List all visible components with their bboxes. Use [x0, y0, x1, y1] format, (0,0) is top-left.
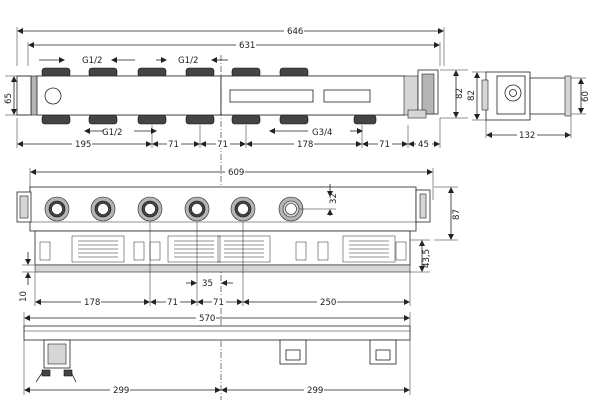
dim-71a-label: 71	[168, 140, 179, 150]
top-view: 646 631 G1/2 G1/2	[4, 25, 468, 400]
dim-631-label: 631	[239, 41, 255, 51]
dim-35-label: 35	[202, 279, 213, 289]
knob-circle	[44, 87, 62, 105]
cover-plate	[36, 75, 222, 116]
display-slot-1	[229, 89, 314, 103]
dim-side-132-label: 132	[519, 131, 535, 141]
mounting-bracket-mid	[279, 339, 307, 365]
dim-299b-label: 299	[307, 386, 323, 396]
dim-front-178-label: 178	[84, 298, 100, 308]
dim-71b-label: 71	[217, 140, 228, 150]
front-knobs	[44, 196, 304, 222]
side-pipe	[529, 77, 571, 115]
label-strip	[34, 230, 411, 266]
mounting-rail	[23, 325, 411, 341]
dim-side-82-label: 82	[467, 90, 477, 101]
dim-32-label: 32	[329, 193, 339, 204]
dim-43-5-label: 43,5	[422, 249, 432, 268]
front-body	[29, 186, 417, 232]
side-view: 82 60 132	[467, 71, 590, 141]
dim-71c-label: 71	[379, 140, 390, 150]
dim-10-label: 10	[19, 291, 29, 302]
dim-195-label: 195	[75, 140, 91, 150]
display-slot-2	[323, 89, 371, 103]
bottom-connectors	[41, 114, 377, 125]
dim-82-label: 82	[455, 88, 465, 99]
thread-label-left-1: G1/2	[82, 56, 103, 66]
dim-178-label: 178	[297, 140, 313, 150]
dim-front-71b-label: 71	[213, 298, 224, 308]
sticker-labels	[39, 235, 407, 263]
front-view: 609 32 87	[16, 166, 462, 308]
dim-609-label: 609	[228, 168, 244, 178]
dim-45-label: 45	[418, 140, 429, 150]
dim-side-60-label: 60	[581, 91, 590, 102]
dim-570-label: 570	[199, 314, 215, 324]
thread-label-outlet: G3/4	[312, 128, 333, 138]
dim-65-label: 65	[4, 93, 14, 104]
thread-label-bottom: G1/2	[102, 128, 123, 138]
dim-646-label: 646	[287, 27, 303, 37]
top-connectors	[41, 67, 309, 78]
dim-299a-label: 299	[113, 386, 129, 396]
dim-87-label: 87	[452, 209, 462, 220]
dim-250-label: 250	[320, 298, 336, 308]
thread-label-left-2: G1/2	[178, 56, 199, 66]
mounting-bracket-right	[369, 339, 397, 365]
dim-front-71a-label: 71	[167, 298, 178, 308]
mounting-bracket-left	[35, 339, 77, 383]
bottom-view: 570 299 299	[23, 312, 411, 396]
